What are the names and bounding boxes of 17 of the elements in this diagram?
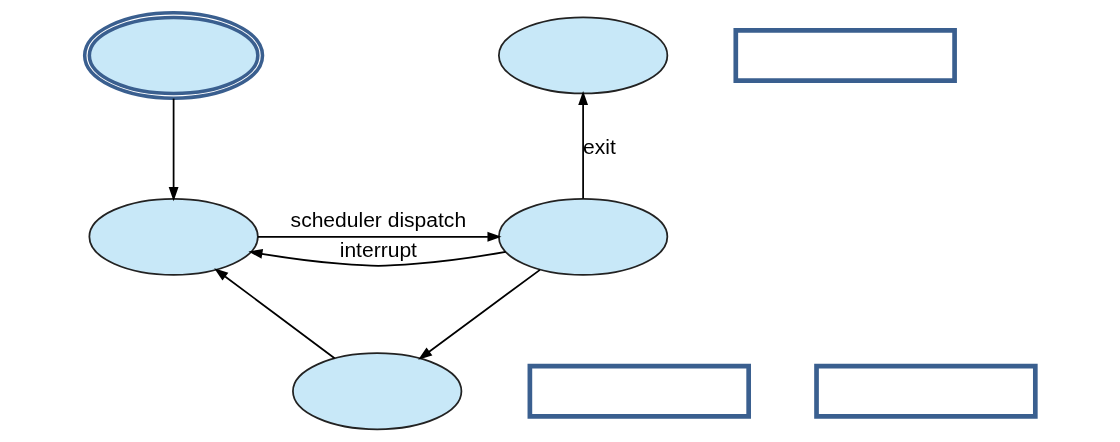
node-ellipse — [88, 197, 259, 276]
arrow — [168, 97, 179, 202]
edge-label: exit — [583, 134, 616, 158]
edge-label: interrupt — [339, 238, 417, 262]
arrow — [578, 91, 589, 200]
node-ellipse — [82, 11, 265, 100]
node-box — [733, 27, 957, 83]
node-box — [527, 363, 751, 419]
node-ellipse — [498, 16, 669, 95]
node-ellipse — [498, 197, 669, 276]
node-ellipse — [292, 352, 463, 431]
node-box — [814, 363, 1038, 419]
arrow — [248, 249, 507, 267]
arrow — [214, 268, 336, 360]
edge-label: scheduler dispatch — [290, 207, 467, 231]
arrow — [418, 268, 541, 360]
arrow — [257, 231, 502, 242]
